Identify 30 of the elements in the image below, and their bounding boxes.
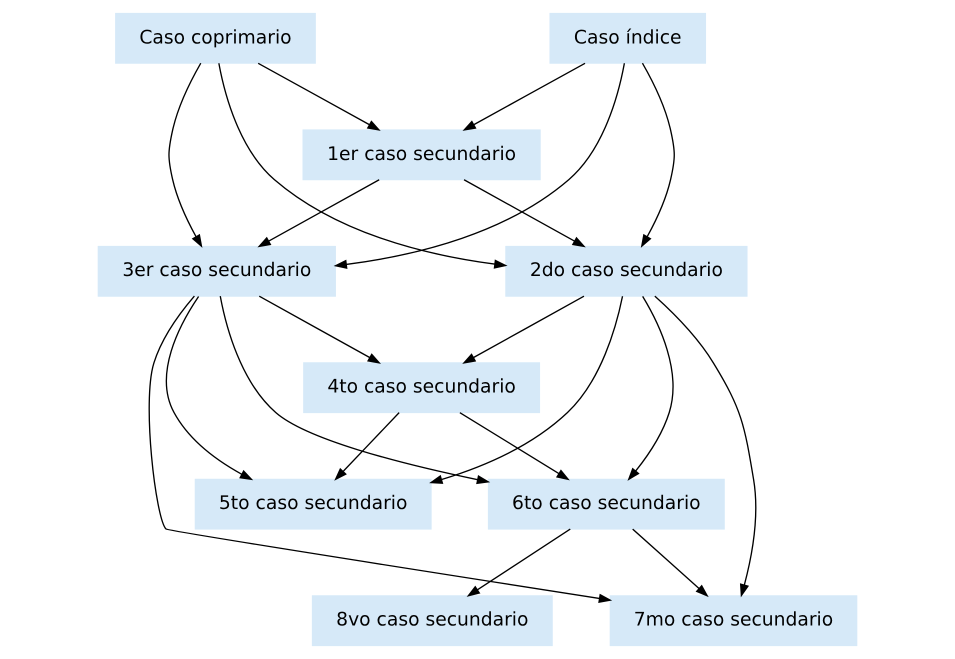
node-box: 3er caso secundario — [98, 246, 336, 297]
arrow — [640, 62, 675, 248]
arrow — [258, 62, 381, 131]
arrow — [218, 63, 508, 269]
node-box: Caso coprimario — [115, 12, 316, 64]
arrow — [460, 412, 570, 480]
arrow — [627, 296, 674, 481]
arrow — [632, 528, 709, 598]
arrow — [462, 62, 586, 131]
arrow — [464, 179, 586, 248]
node-box: 6to caso secundario — [488, 478, 725, 530]
arrow — [654, 296, 756, 598]
node-box: 5to caso secundario — [194, 478, 432, 530]
node-box: 1er caso secundario — [302, 129, 541, 180]
arrow — [334, 63, 626, 269]
arrow — [466, 528, 571, 597]
arrow — [462, 296, 584, 364]
arrow — [257, 179, 380, 248]
node-box: 2do caso secundario — [505, 246, 748, 297]
arrow — [148, 296, 612, 604]
arrow — [166, 296, 254, 480]
arrow — [429, 296, 624, 484]
arrow — [168, 62, 202, 248]
node-box: Caso índice — [549, 12, 706, 64]
arrow — [334, 412, 400, 481]
node-box: 4to caso secundario — [303, 362, 540, 414]
node-box: 7mo caso secundario — [610, 595, 858, 646]
arrow — [258, 296, 381, 364]
arrow — [220, 296, 490, 484]
node-box: 8vo caso secundario — [312, 595, 553, 646]
